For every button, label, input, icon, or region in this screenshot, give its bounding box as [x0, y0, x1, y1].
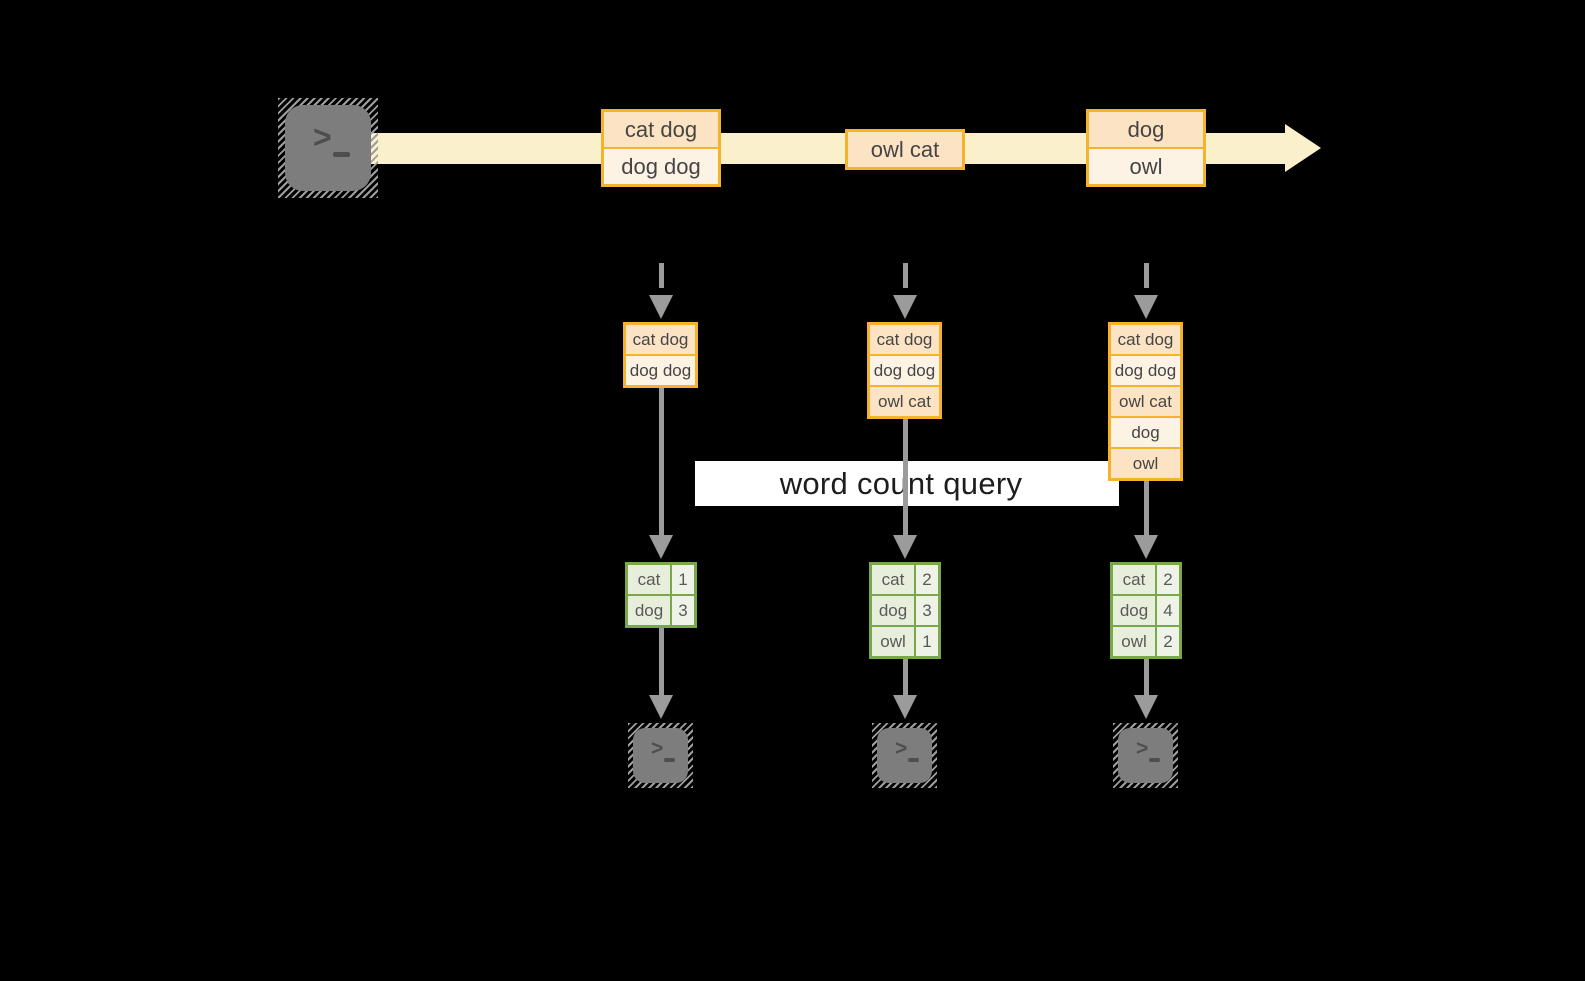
count-cell: 2 — [1157, 565, 1179, 594]
sink-arrowhead-icon — [649, 695, 673, 719]
buffer-record: owl — [1111, 447, 1180, 478]
count-row: dog 4 — [1113, 596, 1179, 625]
buffer-record: cat dog — [1111, 325, 1180, 354]
buffer-record: cat dog — [626, 325, 695, 354]
terminal-icon-body: > — [285, 105, 371, 191]
sink-arrowhead-icon — [1134, 695, 1158, 719]
count-row: owl 2 — [1113, 627, 1179, 656]
terminal-cursor-icon — [333, 152, 350, 157]
query-arrowhead-icon — [649, 535, 673, 559]
stream-event-box-3: dog owl — [1086, 109, 1206, 187]
query-label: word count query — [779, 466, 1023, 501]
sink-terminal-icon-1: > — [628, 723, 693, 788]
dashed-arrowhead-icon — [893, 295, 917, 319]
word-cell: owl — [872, 627, 914, 656]
count-cell: 4 — [1157, 596, 1179, 625]
word-cell: dog — [872, 596, 914, 625]
stream-record: cat dog — [604, 112, 718, 147]
terminal-icon-body: > — [633, 728, 688, 783]
terminal-cursor-icon — [664, 758, 675, 762]
word-cell: cat — [872, 565, 914, 594]
buffer-record: owl cat — [870, 385, 939, 416]
sink-terminal-icon-3: > — [1113, 723, 1178, 788]
buffer-box-1: cat dog dog dog — [623, 322, 698, 388]
count-cell: 2 — [1157, 627, 1179, 656]
word-cell: cat — [1113, 565, 1155, 594]
terminal-cursor-icon — [908, 758, 919, 762]
stream-event-box-2: owl cat — [845, 129, 965, 170]
count-table-1: cat 1 dog 3 — [625, 562, 697, 628]
query-arrow-line-3 — [1144, 479, 1149, 536]
buffer-record: dog — [1111, 416, 1180, 447]
dashed-arrow-line-1 — [659, 263, 664, 288]
count-table-2: cat 2 dog 3 owl 1 — [869, 562, 941, 659]
sink-terminal-icon-2: > — [872, 723, 937, 788]
query-arrow-line-1 — [659, 386, 664, 536]
dashed-arrowhead-icon — [1134, 295, 1158, 319]
terminal-icon-body: > — [1118, 728, 1173, 783]
terminal-prompt-icon: > — [1136, 737, 1149, 760]
dashed-arrow-line-3 — [1144, 263, 1149, 288]
stream-arrowhead-icon — [1285, 124, 1321, 172]
dashed-arrowhead-icon — [649, 295, 673, 319]
dashed-arrow-line-2 — [903, 263, 908, 288]
sink-arrow-line-1 — [659, 628, 664, 696]
sink-arrow-line-2 — [903, 659, 908, 696]
terminal-prompt-icon: > — [651, 737, 664, 760]
count-cell: 2 — [916, 565, 938, 594]
stream-record: owl cat — [848, 132, 962, 167]
query-arrow-line-2 — [903, 417, 908, 536]
buffer-box-3: cat dog dog dog owl cat dog owl — [1108, 322, 1183, 481]
word-cell: owl — [1113, 627, 1155, 656]
stream-record: dog dog — [604, 147, 718, 184]
count-cell: 1 — [672, 565, 694, 594]
buffer-box-2: cat dog dog dog owl cat — [867, 322, 942, 419]
buffer-record: dog dog — [870, 354, 939, 385]
count-cell: 3 — [916, 596, 938, 625]
word-cell: dog — [1113, 596, 1155, 625]
terminal-cursor-icon — [1149, 758, 1160, 762]
stream-record: owl — [1089, 147, 1203, 184]
buffer-record: cat dog — [870, 325, 939, 354]
count-row: cat 2 — [1113, 565, 1179, 594]
count-cell: 1 — [916, 627, 938, 656]
sink-arrowhead-icon — [893, 695, 917, 719]
buffer-record: dog dog — [626, 354, 695, 385]
source-terminal-icon: > — [278, 98, 378, 198]
stream-event-box-1: cat dog dog dog — [601, 109, 721, 187]
word-cell: cat — [628, 565, 670, 594]
count-row: dog 3 — [872, 596, 938, 625]
sink-arrow-line-3 — [1144, 659, 1149, 696]
count-row: cat 2 — [872, 565, 938, 594]
terminal-icon-body: > — [877, 728, 932, 783]
count-cell: 3 — [672, 596, 694, 625]
stream-record: dog — [1089, 112, 1203, 147]
terminal-prompt-icon: > — [313, 119, 332, 155]
terminal-prompt-icon: > — [895, 737, 908, 760]
buffer-record: owl cat — [1111, 385, 1180, 416]
word-cell: dog — [628, 596, 670, 625]
count-table-3: cat 2 dog 4 owl 2 — [1110, 562, 1182, 659]
count-row: cat 1 — [628, 565, 694, 594]
buffer-record: dog dog — [1111, 354, 1180, 385]
count-row: dog 3 — [628, 596, 694, 625]
count-row: owl 1 — [872, 627, 938, 656]
query-arrowhead-icon — [893, 535, 917, 559]
query-arrowhead-icon — [1134, 535, 1158, 559]
